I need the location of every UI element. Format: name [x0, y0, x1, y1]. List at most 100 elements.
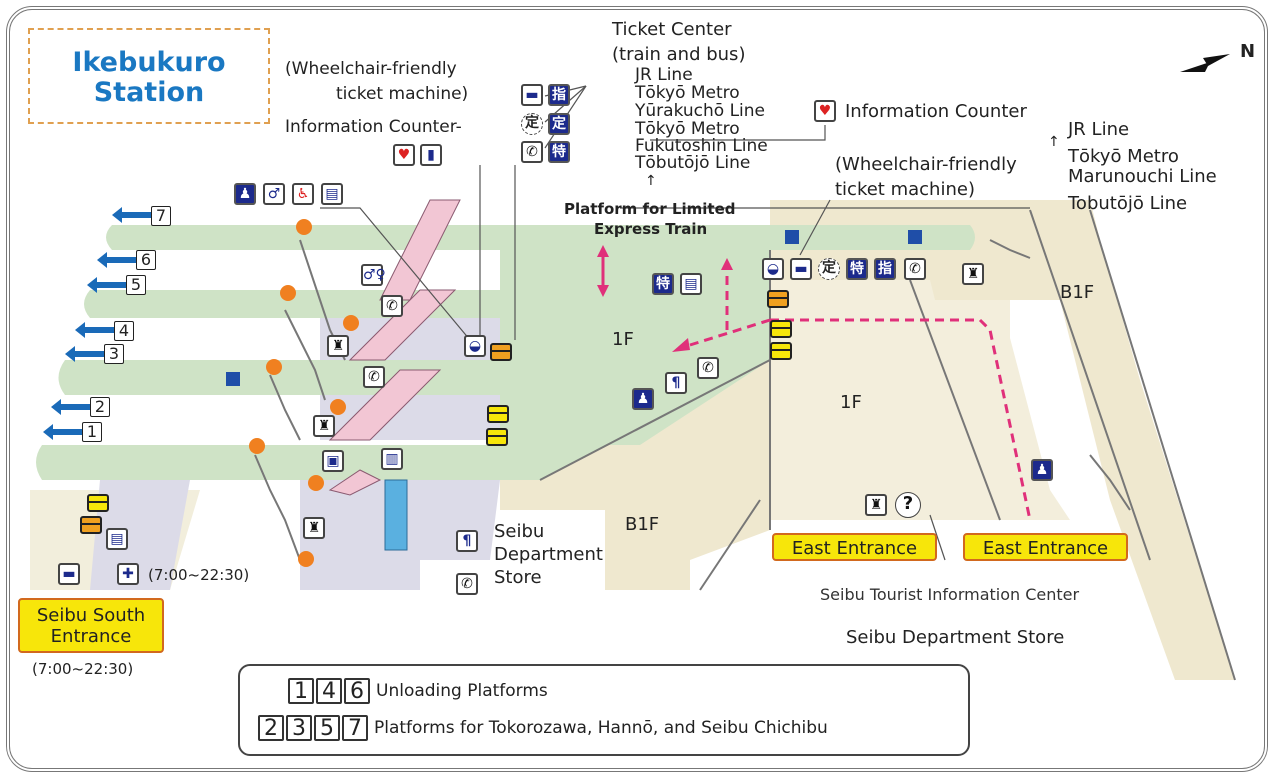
orange-dot-icon [308, 475, 324, 491]
station-staff-icon: ♟ [234, 183, 256, 205]
limited-express-platform-line1: Platform for Limited [564, 200, 736, 218]
compass-label: N [1240, 41, 1256, 62]
orange-dot-icon [296, 219, 312, 235]
limited-express-icon: 特 [548, 141, 570, 163]
south-entrance-line1: Seibu South [36, 605, 146, 626]
main-concourse-1f [500, 250, 770, 480]
right-line-1: JR Line [1068, 119, 1130, 140]
seibu-tourist-info-label: Seibu Tourist Information Center [820, 585, 1080, 604]
route-arrowhead [672, 338, 690, 352]
ticket-machine-icon: ▤ [106, 528, 128, 550]
arrow-left-icon [65, 346, 108, 362]
station-title: Ikebukuro Station [28, 28, 270, 124]
south-entrance-hours: (7:00~22:30) [32, 660, 134, 678]
nursing-room-icon: ▮ [420, 144, 442, 166]
arrow-left-icon [97, 252, 140, 268]
platform-number-3: 3 [104, 344, 124, 364]
seibu-south-entrance[interactable]: Seibu South Entrance [18, 598, 164, 653]
limited-express-platform-line2: Express Train [594, 220, 708, 238]
floor-label-1f-main: 1F [612, 329, 634, 350]
orange-dot-icon [343, 315, 359, 331]
escalator-4 [328, 469, 382, 496]
station-office-icon: ◒ [762, 258, 784, 280]
aed-icon-right: ♥ [814, 100, 836, 122]
platform-number-7: 7 [151, 206, 171, 226]
wheelchair-icon: ♿ [292, 183, 314, 205]
legend-platform: 1 [288, 678, 314, 704]
legend-text-unloading: Unloading Platforms [376, 681, 548, 701]
toilet-icon: ♂ [263, 183, 285, 205]
fare-adjustment-icon [80, 516, 102, 534]
wheelchair-ticket-right-line2: ticket machine) [835, 179, 975, 200]
ticket-machine-icon: ▬ [58, 563, 80, 585]
ticket-machine-icon: ▬ [521, 84, 543, 106]
ticket-line-5: Fukutoshin Line [635, 136, 768, 156]
arrow-left-icon [51, 399, 94, 415]
legend-platform: 2 [258, 715, 284, 741]
phone-icon: ✆ [904, 258, 926, 280]
ticket-machine-icon: ▬ [790, 258, 812, 280]
phone-icon: ✆ [363, 366, 385, 388]
coin-locker-icon: ♜ [327, 335, 349, 357]
aed-icon: ♥ [393, 144, 415, 166]
platform-number-1: 1 [82, 422, 102, 442]
up-arrow-icon-right: ↑ [1048, 134, 1060, 150]
b1f-area-center [500, 360, 770, 590]
platform-6-7 [106, 225, 975, 250]
map-frame [6, 6, 1268, 772]
floor-label-b1f-center: B1F [625, 514, 660, 535]
b1f-area-right [770, 200, 1235, 680]
double-arrow [597, 245, 609, 297]
phone-icon: ✆ [456, 573, 478, 595]
ticket-line-2: Tōkyō Metro [635, 83, 740, 103]
ticket-gate-icon [487, 405, 509, 423]
arrow-left-icon [43, 424, 86, 440]
orange-dot-icon [266, 359, 282, 375]
east-1f-floor [770, 300, 1010, 520]
legend-text-tokorozawa: Platforms for Tokorozawa, Hannō, and Sei… [374, 718, 828, 738]
reserved-seat-icon: 指 [548, 84, 570, 106]
information-icon: ✚ [117, 563, 139, 585]
east-entrance-right[interactable]: East Entrance [963, 533, 1128, 561]
wheelchair-ticket-right-line1: (Wheelchair-friendly [835, 154, 1017, 175]
ticket-gate-icon [486, 428, 508, 446]
right-line-2: Tōkyō Metro [1068, 146, 1179, 167]
ticket-gate-icon [770, 342, 792, 360]
legend-platform: 3 [286, 715, 312, 741]
ticket-machine-icon: ▤ [321, 183, 343, 205]
legend-platform: 6 [344, 678, 370, 704]
restaurant-icon: ¶ [456, 530, 478, 552]
ticket-center-subtitle: (train and bus) [612, 44, 746, 65]
arrow-left-icon [112, 207, 155, 223]
information-counter-right: Information Counter [845, 101, 1027, 122]
title-line2: Station [93, 77, 205, 108]
platform-number-2: 2 [90, 397, 110, 417]
orange-dot-icon [330, 399, 346, 415]
reserved-seat-icon: 指 [874, 258, 896, 280]
south-hours-callout: (7:00~22:30) [148, 566, 250, 584]
seibu-dept-store-left-3: Store [494, 567, 542, 588]
ticket-gate-icon: ▣ [322, 450, 344, 472]
orange-dot-icon [249, 438, 265, 454]
blue-marker-icon [226, 372, 240, 386]
commuter-pass-icon: 定 [521, 113, 543, 135]
east-entrance-left[interactable]: East Entrance [772, 533, 937, 561]
seibu-dept-store-left-2: Department [494, 544, 603, 565]
seibu-dept-store-left-1: Seibu [494, 521, 545, 542]
restaurant-icon: ¶ [665, 372, 687, 394]
right-line-3: Marunouchi Line [1068, 166, 1217, 187]
elevator-shaft [384, 479, 408, 551]
phone-icon: ✆ [381, 295, 403, 317]
toilet-icon: ♂♀ [361, 264, 386, 286]
elevator-icon: ▥ [381, 448, 403, 470]
ticket-line-3: Yūrakuchō Line [635, 101, 766, 121]
coin-locker-icon: ♜ [865, 494, 887, 516]
arrow-left-icon [87, 277, 130, 293]
ticket-line-1: JR Line [635, 65, 693, 85]
right-line-4: Tobutōjō Line [1068, 193, 1188, 214]
fare-adjustment-icon [767, 290, 789, 308]
south-entrance-line2: Entrance [50, 626, 132, 647]
legend-platform: 7 [342, 715, 368, 741]
